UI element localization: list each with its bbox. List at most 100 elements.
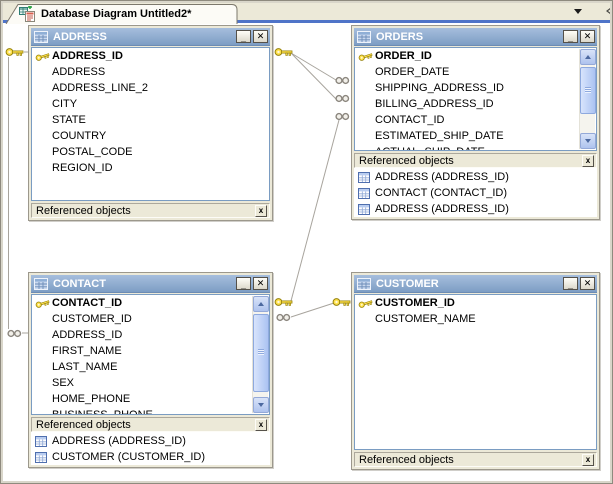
referenced-object-row[interactable]: ADDRESS (ADDRESS_ID): [354, 201, 597, 217]
table-title: ORDERS: [376, 30, 424, 43]
column-row-customer_id[interactable]: CUSTOMER_ID: [32, 311, 269, 327]
column-row-city[interactable]: CITY: [32, 96, 269, 112]
column-name: CUSTOMER_ID: [52, 313, 132, 325]
referenced-object-row[interactable]: ADDRESS (ADDRESS_ID): [354, 169, 597, 185]
column-name: LAST_NAME: [52, 361, 118, 373]
referenced-object-label: CUSTOMER (CUSTOMER_ID): [52, 451, 205, 463]
scroll-down-icon[interactable]: [580, 133, 596, 149]
tab-strip-underline: [3, 20, 610, 23]
column-row-postal_code[interactable]: POSTAL_CODE: [32, 144, 269, 160]
clipped-nav-icon[interactable]: [605, 4, 613, 23]
table-title: CONTACT: [53, 277, 106, 290]
scrollbar-thumb[interactable]: [580, 67, 596, 114]
tab-database-diagram[interactable]: Database Diagram Untitled2*: [5, 3, 241, 24]
column-row-shipping_address_id[interactable]: SHIPPING_ADDRESS_ID: [355, 80, 596, 96]
table-icon: [357, 30, 371, 43]
vertical-scrollbar[interactable]: [579, 49, 596, 149]
columns-panel: CUSTOMER_ID CUSTOMER_NAME: [354, 294, 597, 450]
column-name: REGION_ID: [52, 162, 113, 174]
close-pane-icon[interactable]: x: [255, 418, 267, 431]
close-button[interactable]: ✕: [253, 30, 268, 43]
referenced-objects-bar[interactable]: Referenced objects x: [31, 417, 270, 432]
column-name: COUNTRY: [52, 130, 107, 142]
close-button[interactable]: ✕: [580, 277, 595, 290]
titlebar[interactable]: ADDRESS _ ✕: [31, 28, 270, 46]
column-row-region_id[interactable]: REGION_ID: [32, 160, 269, 176]
referenced-objects-bar[interactable]: Referenced objects x: [354, 452, 597, 467]
referenced-object-row[interactable]: ADDRESS (ADDRESS_ID): [31, 433, 270, 449]
close-button[interactable]: ✕: [580, 30, 595, 43]
table-icon: [358, 203, 370, 215]
column-row-billing_address_id[interactable]: BILLING_ADDRESS_ID: [355, 96, 596, 112]
table-title: ADDRESS: [53, 30, 107, 43]
close-pane-icon[interactable]: x: [255, 204, 267, 217]
titlebar[interactable]: CUSTOMER _ ✕: [354, 275, 597, 293]
primary-key-icon: [35, 299, 52, 308]
column-row-contact_id[interactable]: CONTACT_ID: [32, 295, 269, 311]
column-name: ORDER_ID: [375, 50, 432, 62]
column-name: CUSTOMER_NAME: [375, 313, 476, 325]
scroll-up-icon[interactable]: [580, 49, 596, 65]
referenced-objects-label: Referenced objects: [359, 154, 454, 167]
referenced-objects-label: Referenced objects: [36, 418, 131, 431]
column-row-address_id[interactable]: ADDRESS_ID: [32, 327, 269, 343]
column-row-sex[interactable]: SEX: [32, 375, 269, 391]
column-row-country[interactable]: COUNTRY: [32, 128, 269, 144]
column-row-address[interactable]: ADDRESS: [32, 64, 269, 80]
close-pane-icon[interactable]: x: [582, 453, 594, 466]
column-name: ACTUAL_SHIP_DATE: [375, 146, 485, 150]
column-row-last_name[interactable]: LAST_NAME: [32, 359, 269, 375]
column-name: POSTAL_CODE: [52, 146, 133, 158]
column-row-first_name[interactable]: FIRST_NAME: [32, 343, 269, 359]
table-window-orders[interactable]: ORDERS _ ✕ ORDER_ID ORDER_DATE SHIPPING_AD…: [351, 25, 600, 220]
column-row-home_phone[interactable]: HOME_PHONE: [32, 391, 269, 407]
referenced-objects-bar[interactable]: Referenced objects x: [31, 203, 270, 218]
close-button[interactable]: ✕: [253, 277, 268, 290]
titlebar[interactable]: CONTACT _ ✕: [31, 275, 270, 293]
column-row-customer_id[interactable]: CUSTOMER_ID: [355, 295, 596, 311]
column-row-state[interactable]: STATE: [32, 112, 269, 128]
table-icon: [357, 277, 371, 290]
column-row-address_line_2[interactable]: ADDRESS_LINE_2: [32, 80, 269, 96]
column-name: HOME_PHONE: [52, 393, 131, 405]
column-row-address_id[interactable]: ADDRESS_ID: [32, 48, 269, 64]
column-row-estimated_ship_date[interactable]: ESTIMATED_SHIP_DATE: [355, 128, 596, 144]
column-row-contact_id[interactable]: CONTACT_ID: [355, 112, 596, 128]
column-name: CONTACT_ID: [375, 114, 445, 126]
column-row-order_date[interactable]: ORDER_DATE: [355, 64, 596, 80]
close-pane-icon[interactable]: x: [582, 154, 594, 167]
primary-key-icon: [35, 52, 52, 61]
referenced-objects-bar[interactable]: Referenced objects x: [354, 153, 597, 168]
table-icon: [358, 187, 370, 199]
column-row-business_phone[interactable]: BUSINESS_PHONE: [32, 407, 269, 414]
minimize-button[interactable]: _: [563, 277, 578, 290]
minimize-button[interactable]: _: [236, 30, 251, 43]
titlebar[interactable]: ORDERS _ ✕: [354, 28, 597, 46]
referenced-object-row[interactable]: CONTACT (CONTACT_ID): [354, 185, 597, 201]
scroll-down-icon[interactable]: [253, 397, 269, 413]
scrollbar-thumb[interactable]: [253, 314, 269, 392]
referenced-objects-label: Referenced objects: [36, 204, 131, 217]
minimize-button[interactable]: _: [563, 30, 578, 43]
table-window-customer[interactable]: CUSTOMER _ ✕ CUSTOMER_ID CUSTOMER_NAME Re…: [351, 272, 600, 470]
minimize-button[interactable]: _: [236, 277, 251, 290]
column-name: ORDER_DATE: [375, 66, 450, 78]
referenced-object-row[interactable]: CUSTOMER (CUSTOMER_ID): [31, 449, 270, 465]
column-row-order_id[interactable]: ORDER_ID: [355, 48, 596, 64]
primary-key-icon: [358, 52, 375, 61]
column-row-actual_ship_date[interactable]: ACTUAL_SHIP_DATE: [355, 144, 596, 150]
column-name: ADDRESS_ID: [52, 329, 123, 341]
column-name: STATE: [52, 114, 86, 126]
referenced-objects-list: ADDRESS (ADDRESS_ID)CONTACT (CONTACT_ID)…: [354, 168, 597, 217]
tab-list-dropdown-icon[interactable]: [574, 9, 582, 14]
columns-panel: CONTACT_ID CUSTOMER_ID ADDRESS_ID FIRST_NAM…: [31, 294, 270, 415]
vertical-scrollbar[interactable]: [252, 296, 269, 413]
column-name: SEX: [52, 377, 75, 389]
referenced-object-label: ADDRESS (ADDRESS_ID): [52, 435, 186, 447]
column-row-customer_name[interactable]: CUSTOMER_NAME: [355, 311, 596, 327]
table-window-contact[interactable]: CONTACT _ ✕ CONTACT_ID CUSTOMER_ID ADDRESS…: [28, 272, 273, 468]
scroll-up-icon[interactable]: [253, 296, 269, 312]
